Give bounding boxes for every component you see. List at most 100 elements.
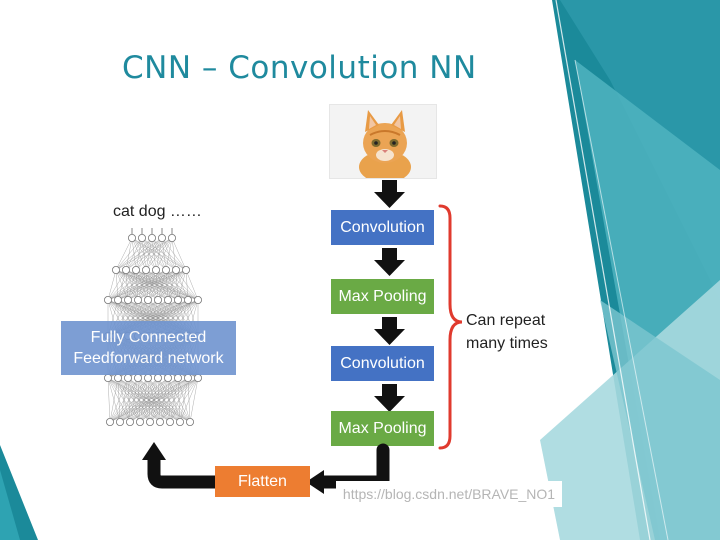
- output-classes-label: cat dog ……: [113, 203, 202, 220]
- network-neuron: [103, 373, 112, 382]
- repeat-note-line-1: Can repeat: [466, 312, 546, 329]
- network-neuron: [194, 373, 203, 382]
- arrow-to-flatten-head: [306, 470, 324, 494]
- convolution-box-1: Convolution: [331, 210, 434, 245]
- repeat-note: Can repeat many times: [466, 309, 566, 355]
- network-neuron: [144, 373, 153, 382]
- network-neuron: [134, 296, 143, 305]
- network-connection: [117, 269, 187, 301]
- network-connection: [115, 237, 163, 271]
- arrow-to-flatten: [315, 443, 390, 489]
- flatten-label: Flatten: [238, 472, 287, 490]
- network-neuron: [105, 417, 114, 426]
- network-connection: [107, 269, 127, 301]
- network-neuron: [152, 266, 161, 275]
- network-connection: [107, 269, 147, 301]
- network-connection: [135, 237, 173, 271]
- network-neuron: [128, 234, 137, 242]
- fully-connected-label-2: Feedforward network: [73, 350, 224, 367]
- network-connection: [109, 377, 139, 423]
- network-neuron: [176, 417, 185, 426]
- network-neuron: [184, 296, 193, 305]
- network-connection: [165, 237, 173, 271]
- network-connection: [157, 269, 187, 301]
- down-arrow-4: [374, 384, 405, 412]
- convolution-box-2: Convolution: [331, 346, 434, 381]
- network-neuron: [103, 296, 112, 305]
- network-neuron: [123, 296, 132, 305]
- network-neuron: [182, 266, 191, 275]
- pipeline-arrows: [374, 180, 405, 412]
- network-connection: [129, 377, 199, 423]
- max-pooling-box-1: Max Pooling: [331, 279, 434, 314]
- network-connection: [179, 377, 199, 423]
- network-neuron: [184, 373, 193, 382]
- network-connection: [109, 377, 189, 423]
- network-connection: [109, 377, 169, 423]
- network-neuron: [121, 266, 130, 275]
- network-connection: [189, 377, 199, 423]
- network-neuron: [111, 266, 120, 275]
- network-connection: [171, 237, 187, 271]
- network-neuron: [174, 373, 183, 382]
- network-connection: [169, 377, 199, 423]
- network-connection: [109, 377, 149, 423]
- network-connection: [155, 237, 173, 271]
- network-neuron: [164, 296, 173, 305]
- down-arrow-2: [374, 248, 405, 276]
- network-neuron: [113, 296, 122, 305]
- watermark: https://blog.csdn.net/BRAVE_NO1: [336, 481, 562, 507]
- network-neuron: [158, 234, 167, 242]
- network-connection: [107, 269, 177, 301]
- network-neuron: [186, 417, 195, 426]
- network-neuron: [166, 417, 175, 426]
- network-connection: [167, 269, 187, 301]
- network-neuron: [123, 373, 132, 382]
- repeat-note-line-2: many times: [466, 335, 548, 352]
- repeat-bracket: [438, 204, 463, 450]
- network-connection: [107, 269, 137, 301]
- slide-title: CNN – Convolution NN: [122, 50, 477, 86]
- down-arrow-3: [374, 317, 405, 345]
- network-neuron: [156, 417, 165, 426]
- network-connection: [115, 237, 133, 271]
- network-neuron: [144, 296, 153, 305]
- network-connection: [109, 377, 199, 423]
- network-connection: [119, 377, 199, 423]
- network-connection: [171, 237, 177, 271]
- network-neuron: [164, 373, 173, 382]
- network-connection: [115, 237, 173, 271]
- flatten-box: Flatten: [215, 466, 310, 497]
- network-connection: [107, 377, 111, 423]
- network-connection: [125, 237, 173, 271]
- network-neuron: [115, 417, 124, 426]
- network-neuron: [138, 234, 147, 242]
- network-neuron: [162, 266, 171, 275]
- network-neuron: [113, 373, 122, 382]
- network-connection: [107, 269, 167, 301]
- convolution-label-2: Convolution: [340, 354, 425, 372]
- network-connection: [107, 269, 187, 301]
- network-connection: [127, 269, 187, 301]
- network-connection: [107, 269, 117, 301]
- network-neuron: [136, 417, 145, 426]
- network-neuron: [125, 417, 134, 426]
- right-thin-line: [555, 0, 651, 540]
- right-teal-shape-mid: [560, 0, 720, 300]
- network-connection: [137, 269, 187, 301]
- network-connection: [107, 269, 157, 301]
- network-neuron: [194, 296, 203, 305]
- left-teal-shape-light: [0, 470, 20, 540]
- network-connection: [109, 377, 179, 423]
- right-teal-shape-accent: [600, 300, 720, 540]
- network-neuron: [168, 234, 177, 242]
- right-thin-line-2: [574, 59, 669, 540]
- network-connection: [149, 377, 199, 423]
- network-connection: [109, 377, 159, 423]
- max-pooling-box-2: Max Pooling: [331, 411, 434, 446]
- arrow-to-fc: [147, 451, 223, 489]
- network-connection: [177, 269, 187, 301]
- network-neuron: [142, 266, 151, 275]
- network-connection: [139, 377, 199, 423]
